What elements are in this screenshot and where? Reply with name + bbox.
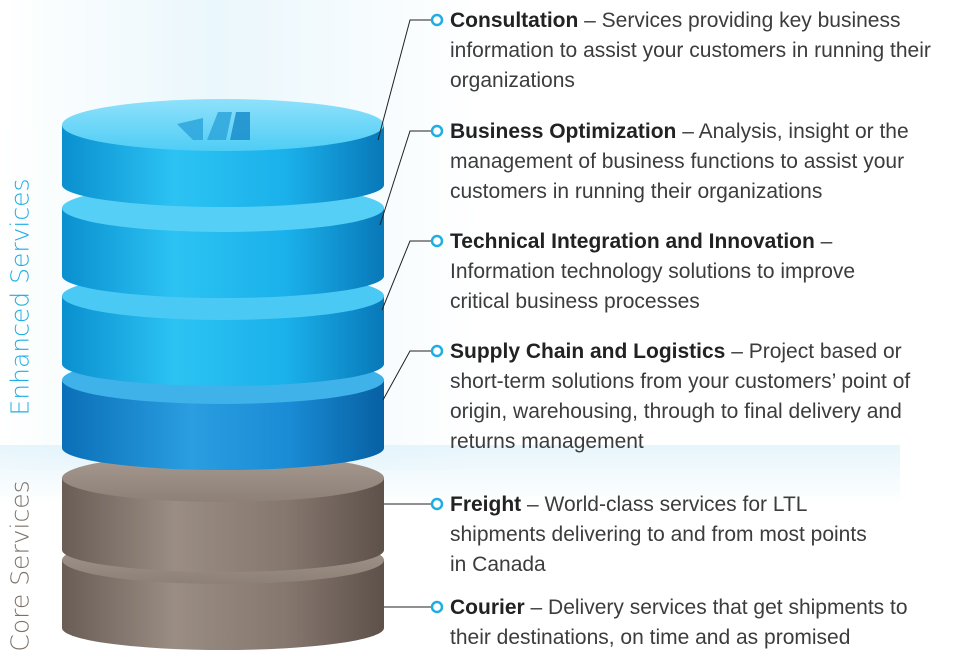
bullet-dot-technical-integration (430, 234, 444, 248)
item-title: Business Optimization (450, 120, 677, 143)
item-description: – Services providing key business inform… (450, 9, 931, 92)
item-description: – Project based or short-term solutions … (450, 340, 911, 453)
item-business-optimization: Business Optimization – Analysis, insigh… (450, 117, 966, 207)
connector-supply-chain (382, 350, 432, 401)
item-freight: Freight – World-class services for LTL s… (450, 490, 870, 580)
item-description: – Information technology solutions to im… (450, 230, 856, 313)
connector-business-optimization (379, 130, 432, 226)
item-description: – Analysis, insight or the management of… (450, 120, 909, 203)
item-title: Consultation (450, 9, 579, 32)
connector-lines (377, 19, 432, 608)
item-description: – World-class services for LTL shipments… (450, 493, 867, 576)
connector-technical-integration (381, 240, 432, 311)
item-title: Supply Chain and Logistics (450, 340, 726, 363)
bullet-dot-courier (430, 600, 444, 614)
company-logo-icon (177, 112, 250, 140)
bullet-dot-consultation (430, 13, 444, 27)
bullet-dot-freight (430, 497, 444, 511)
bullet-dots (430, 13, 444, 614)
item-technical-integration: Technical Integration and Innovation – I… (450, 227, 920, 317)
connector-consultation (377, 19, 432, 141)
freight-layer (62, 454, 384, 572)
item-title: Technical Integration and Innovation (450, 230, 815, 253)
item-description: – Delivery services that get shipments t… (450, 596, 908, 649)
bullet-dot-supply-chain (430, 344, 444, 358)
item-courier: Courier – Delivery services that get shi… (450, 593, 950, 653)
item-consultation: Consultation – Services providing key bu… (450, 6, 950, 96)
item-title: Freight (450, 493, 522, 516)
bullet-dot-business-optimization (430, 124, 444, 138)
item-supply-chain: Supply Chain and Logistics – Project bas… (450, 337, 950, 457)
item-title: Courier (450, 596, 525, 619)
